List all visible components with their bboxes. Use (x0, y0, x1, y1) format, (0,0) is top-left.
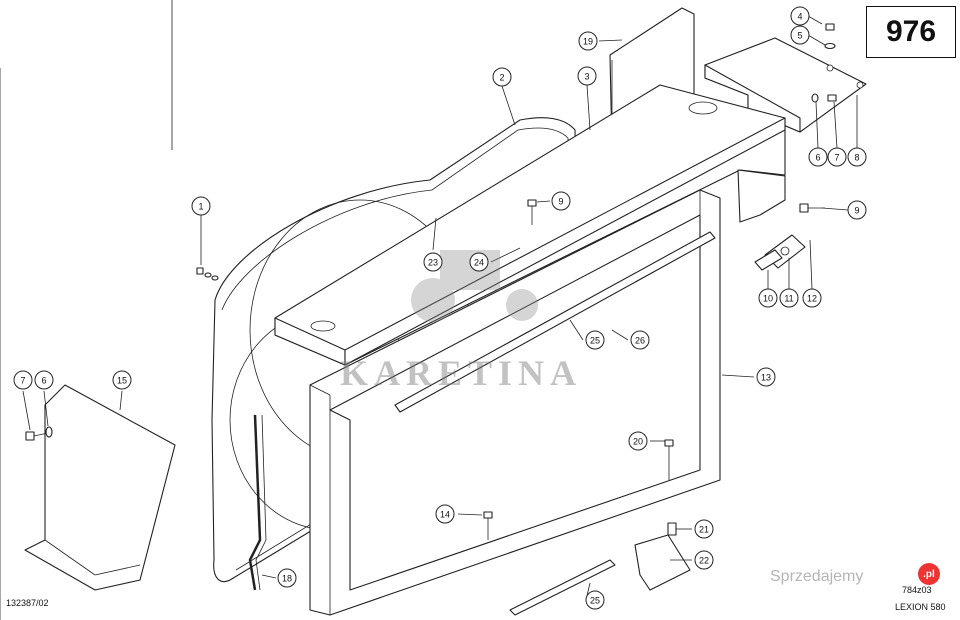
mounting-bracket (634, 534, 691, 591)
callout-21: 21 (694, 519, 714, 539)
callout-25: 25 (585, 590, 605, 610)
callout-label: 11 (784, 294, 793, 304)
callout-8: 8 (847, 147, 867, 167)
drawing-reference: 784z03 (902, 585, 932, 595)
callout-label: 8 (854, 153, 859, 163)
cover-plate (754, 249, 783, 271)
callout-4: 4 (790, 6, 810, 26)
callout-3: 3 (577, 66, 597, 86)
callout-label: 6 (41, 376, 46, 386)
callout-label: 26 (635, 336, 645, 346)
callout-10: 10 (758, 288, 778, 308)
callout-23: 23 (423, 252, 443, 272)
site-badge-icon: .pl (918, 563, 940, 585)
sealing-strip-lower (509, 559, 616, 616)
radiator-frame (309, 189, 721, 616)
leader-lines (22, 15, 858, 601)
callout-label: 4 (797, 12, 802, 22)
callout-label: 14 (440, 510, 450, 520)
callout-7: 7 (13, 370, 33, 390)
sealing-strip (394, 231, 716, 413)
callout-label: 24 (474, 258, 484, 268)
bolts (25, 23, 837, 540)
callout-14: 14 (435, 504, 455, 524)
site-watermark: Sprzedajemy (770, 568, 864, 585)
callout-19: 19 (578, 31, 598, 51)
callout-6: 6 (34, 370, 54, 390)
callout-label: 23 (428, 258, 438, 268)
callout-label: 25 (590, 336, 600, 346)
model-name: LEXION 580 (895, 602, 946, 612)
callout-label: 6 (815, 153, 820, 163)
watermark-logo (411, 250, 538, 322)
callout-label: 18 (282, 574, 292, 584)
callout-5: 5 (790, 25, 810, 45)
callout-label: 20 (633, 437, 643, 447)
callout-20: 20 (628, 431, 648, 451)
callout-label: 3 (584, 72, 589, 82)
side-bracket (737, 169, 786, 223)
callout-label: 2 (499, 73, 504, 83)
callout-label: 15 (117, 376, 127, 386)
watermark-text: KARETINA (340, 353, 583, 393)
callout-26: 26 (630, 330, 650, 350)
callout-label: 10 (763, 294, 773, 304)
callout-label: 7 (20, 376, 25, 386)
callout-2: 2 (492, 67, 512, 87)
page-number: 976 (866, 6, 956, 58)
callout-label: 19 (583, 37, 593, 47)
callout-13: 13 (756, 367, 776, 387)
deflector-plate (24, 384, 176, 591)
callout-label: 13 (761, 373, 771, 383)
callout-15: 15 (112, 370, 132, 390)
callout-18: 18 (277, 568, 297, 588)
callout-25: 25 (585, 330, 605, 350)
callout-label: 9 (558, 197, 563, 207)
callout-12: 12 (802, 288, 822, 308)
callout-label: 1 (198, 202, 203, 212)
top-tank (274, 84, 786, 366)
callout-label: 9 (854, 206, 859, 216)
document-number: 132387/02 (6, 598, 49, 608)
callout-9: 9 (551, 191, 571, 211)
callout-24: 24 (469, 252, 489, 272)
callout-label: 22 (699, 556, 709, 566)
callout-6: 6 (808, 147, 828, 167)
callout-label: 25 (590, 596, 600, 606)
callout-7: 7 (827, 147, 847, 167)
callout-label: 12 (807, 294, 817, 304)
callout-11: 11 (779, 288, 799, 308)
callout-1: 1 (191, 196, 211, 216)
callout-label: 5 (797, 31, 802, 41)
callout-9: 9 (847, 200, 867, 220)
callout-22: 22 (694, 550, 714, 570)
callout-label: 21 (699, 525, 709, 535)
callout-label: 7 (834, 153, 839, 163)
